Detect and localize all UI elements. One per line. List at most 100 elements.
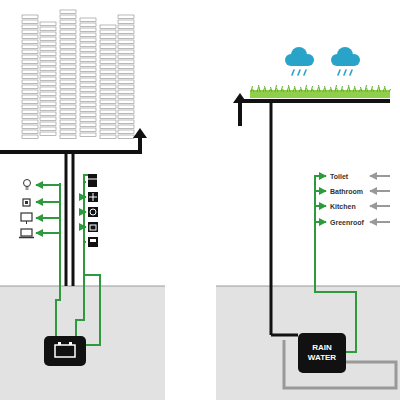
solar-panel: [60, 80, 76, 84]
solar-panel: [118, 30, 134, 34]
solar-panel: [80, 38, 96, 42]
solar-panel: [40, 62, 56, 66]
solar-panel: [40, 122, 56, 126]
grass-blade: [337, 88, 339, 92]
wire: [79, 226, 86, 228]
solar-panel: [40, 117, 56, 121]
solar-panel: [22, 105, 38, 109]
oven-icon: [90, 225, 96, 230]
rain-drops: [292, 70, 352, 75]
solar-panel: [100, 25, 116, 29]
solar-panel: [22, 110, 38, 114]
solar-panel: [100, 135, 116, 139]
grass-blade: [343, 89, 345, 92]
wire: [36, 201, 60, 203]
solar-panel: [60, 90, 76, 94]
laptop-icon: [21, 229, 32, 236]
solar-panel: [40, 72, 56, 76]
grass-blade: [385, 86, 387, 92]
ground-line: [0, 286, 165, 287]
solar-panel: [40, 42, 56, 46]
solar-panel: [118, 65, 134, 69]
solar-panel: [80, 43, 96, 47]
wire: [79, 211, 86, 213]
solar-panel: [22, 120, 38, 124]
solar-panel: [80, 103, 96, 107]
grass-blade: [359, 89, 361, 92]
solar-panel: [22, 60, 38, 64]
grass-blade: [347, 87, 349, 92]
use-label: Toilet: [330, 172, 348, 181]
washer-icon: [88, 207, 98, 217]
pipe: [271, 334, 298, 337]
solar-panel: [40, 57, 56, 61]
solar-panel: [100, 75, 116, 79]
grass-blade: [271, 87, 273, 92]
battery-symbol: [69, 342, 72, 345]
grass-blade: [251, 86, 253, 92]
solar-panel: [40, 107, 56, 111]
rain-cloud: [285, 47, 360, 66]
solar-panel: [80, 123, 96, 127]
solar-panel: [60, 115, 76, 119]
solar-panel: [60, 85, 76, 89]
solar-panel: [118, 100, 134, 104]
grass-blade: [301, 87, 303, 92]
solar-panel: [118, 120, 134, 124]
solar-panel: [22, 80, 38, 84]
solar-panel: [22, 45, 38, 49]
solar-panel: [118, 15, 134, 19]
solar-panel: [22, 65, 38, 69]
grass-blade: [299, 89, 301, 92]
solar-panel: [40, 67, 56, 71]
pipe: [65, 152, 68, 286]
return-arrow: [370, 190, 390, 192]
solar-panel: [60, 100, 76, 104]
battery-symbol: [58, 342, 61, 345]
ground: [216, 286, 400, 400]
solar-panel: [80, 93, 96, 97]
solar-panel: [100, 65, 116, 69]
solar-panel: [118, 40, 134, 44]
grass-blade: [313, 89, 315, 92]
grass-blade: [361, 87, 363, 92]
solar-panel: [22, 50, 38, 54]
solar-panel: [40, 27, 56, 31]
solar-panel: [100, 105, 116, 109]
wire: [76, 180, 84, 340]
solar-panel: [100, 100, 116, 104]
grass-blade: [263, 88, 265, 92]
solar-panel: [80, 53, 96, 57]
supply-line: [315, 175, 356, 352]
solar-panel: [100, 120, 116, 124]
arrow-head: [133, 128, 147, 138]
monitor-icon: [26, 221, 27, 224]
solar-panel: [100, 40, 116, 44]
solar-panel: [118, 20, 134, 24]
supply-line: [315, 221, 326, 223]
solar-panel: [60, 130, 76, 134]
solar-panel: [80, 78, 96, 82]
solar-panel: [100, 130, 116, 134]
grass-blade: [383, 88, 385, 92]
grass-blade: [257, 87, 259, 92]
solar-panel: [118, 105, 134, 109]
solar-panel: [100, 115, 116, 119]
solar-panel: [80, 83, 96, 87]
lightbulb-icon: [24, 180, 31, 190]
solar-panel: [22, 130, 38, 134]
grass-blade: [329, 89, 331, 92]
solar-panel: [80, 58, 96, 62]
wire: [84, 241, 86, 243]
solar-panel: [40, 132, 56, 136]
oven-icon: [88, 222, 98, 232]
solar-panel: [118, 55, 134, 59]
stove-icon: [88, 192, 98, 202]
stove-icon: [89, 193, 97, 201]
wire: [36, 217, 60, 219]
solar-panel: [60, 110, 76, 114]
solar-panel: [118, 50, 134, 54]
solar-panel: [22, 115, 38, 119]
grass-blade: [317, 87, 319, 92]
